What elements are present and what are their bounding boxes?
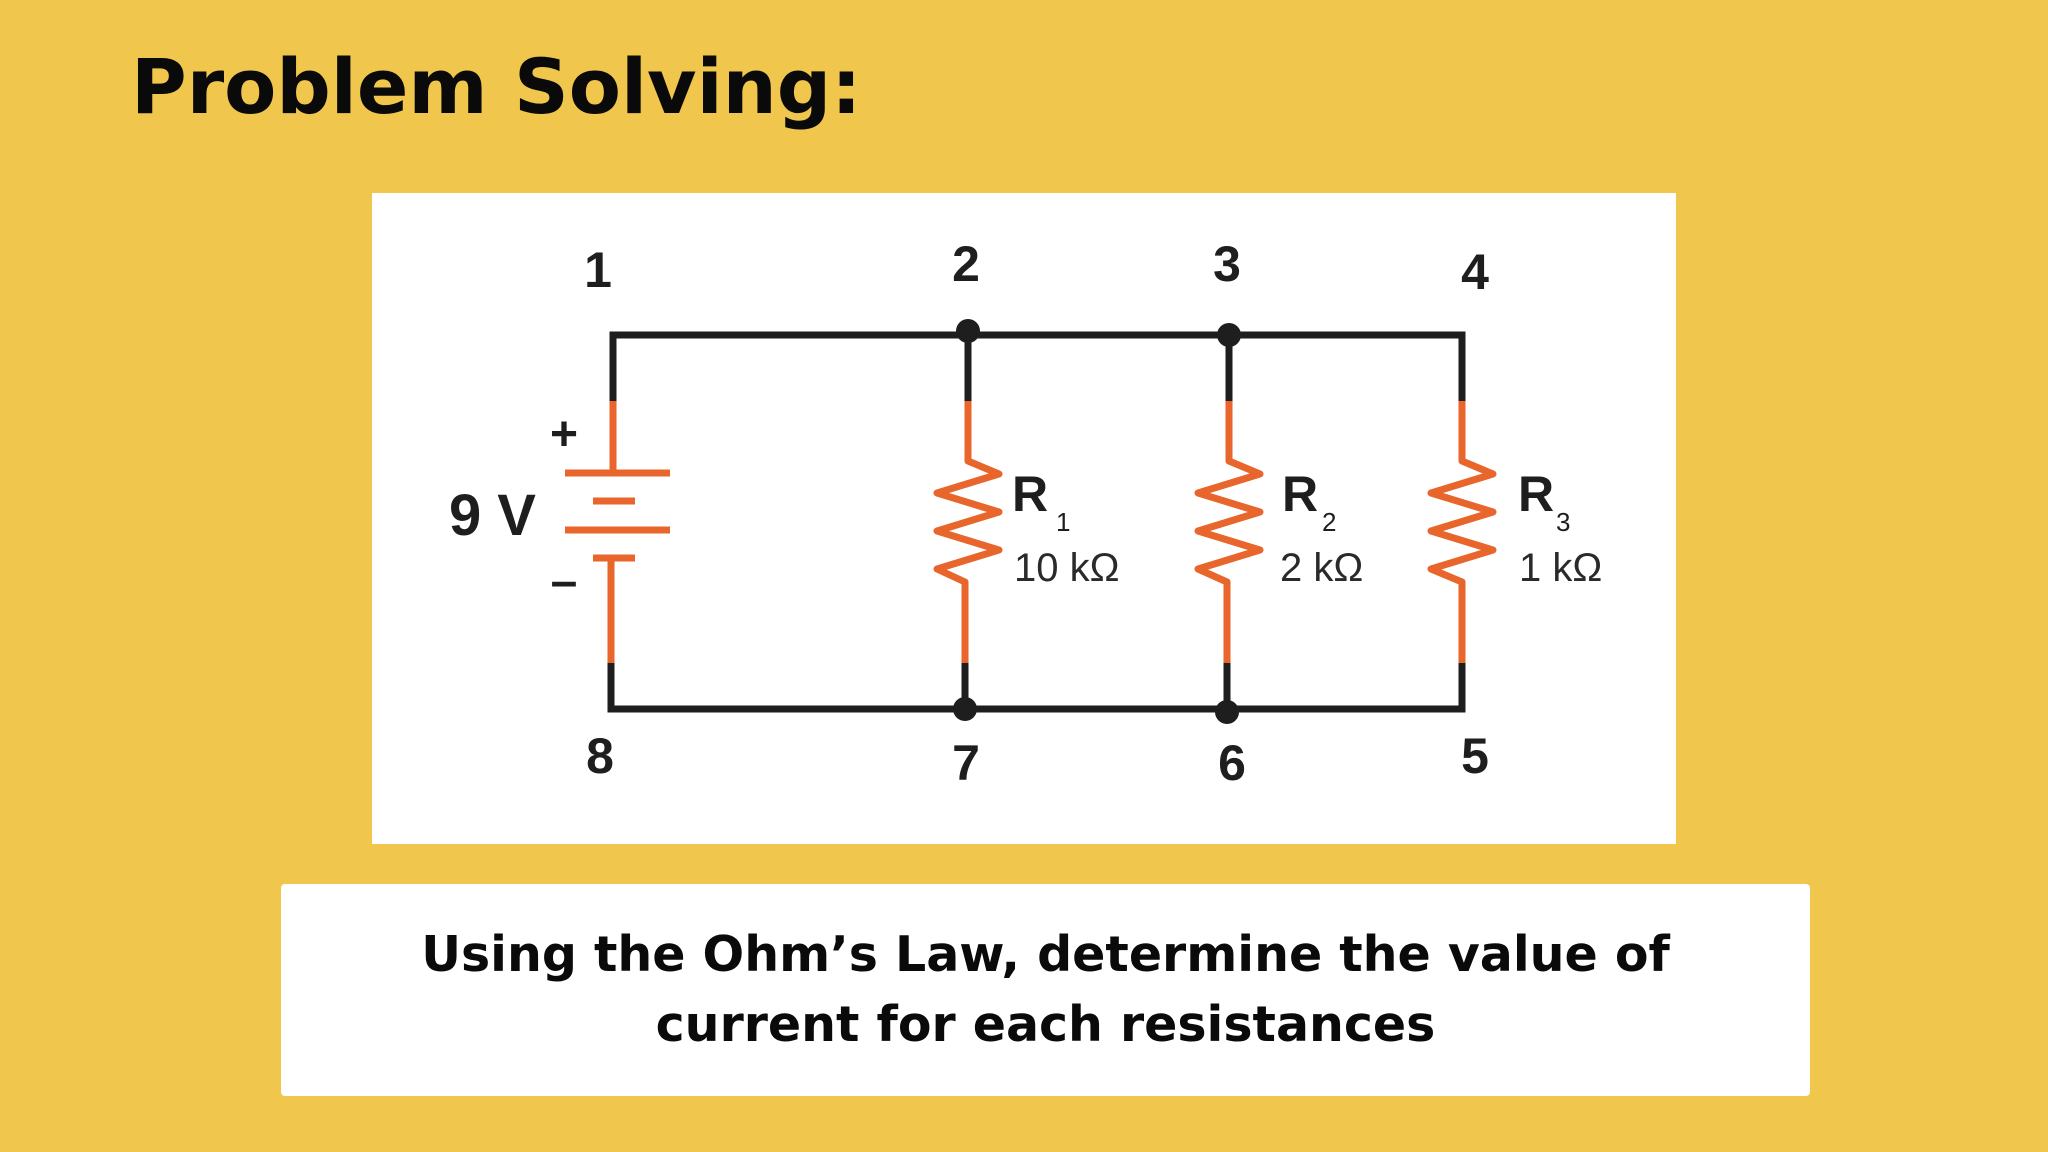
resistor-r2-symbol (1194, 401, 1264, 663)
junction-dot-2 (956, 319, 980, 343)
bottom-rail (607, 658, 1466, 713)
question-text: Using the Ohm’s Law, determine the value… (421, 926, 1670, 1053)
resistor-r1-value: 10 kΩ (1014, 546, 1120, 590)
resistor-r3-subscript: 3 (1556, 507, 1570, 537)
junction-dot-7 (953, 697, 977, 721)
resistor-r1-name: R (1012, 466, 1048, 522)
resistor-r1-symbol (933, 401, 1003, 663)
node-label-6: 6 (1218, 735, 1246, 791)
battery-voltage-label: 9 V (449, 483, 536, 548)
node-label-1: 1 (584, 242, 612, 298)
node-label-3: 3 (1213, 236, 1241, 292)
node-label-8: 8 (586, 728, 614, 784)
wires (607, 331, 1466, 713)
resistor-r2-value: 2 kΩ (1280, 546, 1363, 590)
resistor-r3-name: R (1518, 466, 1554, 522)
resistor-r3-symbol (1427, 401, 1497, 663)
node-label-4: 4 (1461, 244, 1489, 300)
resistor-r3-value: 1 kΩ (1519, 546, 1602, 590)
junction-dots (953, 319, 1241, 724)
slide-title: Problem Solving: (131, 42, 862, 131)
components (565, 401, 1497, 663)
node-label-5: 5 (1461, 728, 1489, 784)
junction-dot-3 (1217, 323, 1241, 347)
battery-plus-sign: + (550, 408, 578, 461)
resistor-r2-subscript: 2 (1322, 507, 1336, 537)
resistor-r2-name: R (1282, 466, 1318, 522)
question-box: Using the Ohm’s Law, determine the value… (281, 884, 1810, 1096)
resistor-r1-subscript: 1 (1056, 507, 1070, 537)
circuit-diagram: 1 2 3 4 5 6 7 8 9 V + – R 1 10 kΩ R 2 2 … (449, 236, 1602, 791)
circuit-diagram-panel: 1 2 3 4 5 6 7 8 9 V + – R 1 10 kΩ R 2 2 … (372, 193, 1676, 844)
node-label-2: 2 (952, 236, 980, 292)
top-rail (609, 331, 1466, 406)
battery-minus-sign: – (551, 555, 578, 608)
junction-dot-6 (1215, 700, 1239, 724)
node-label-7: 7 (952, 735, 980, 791)
